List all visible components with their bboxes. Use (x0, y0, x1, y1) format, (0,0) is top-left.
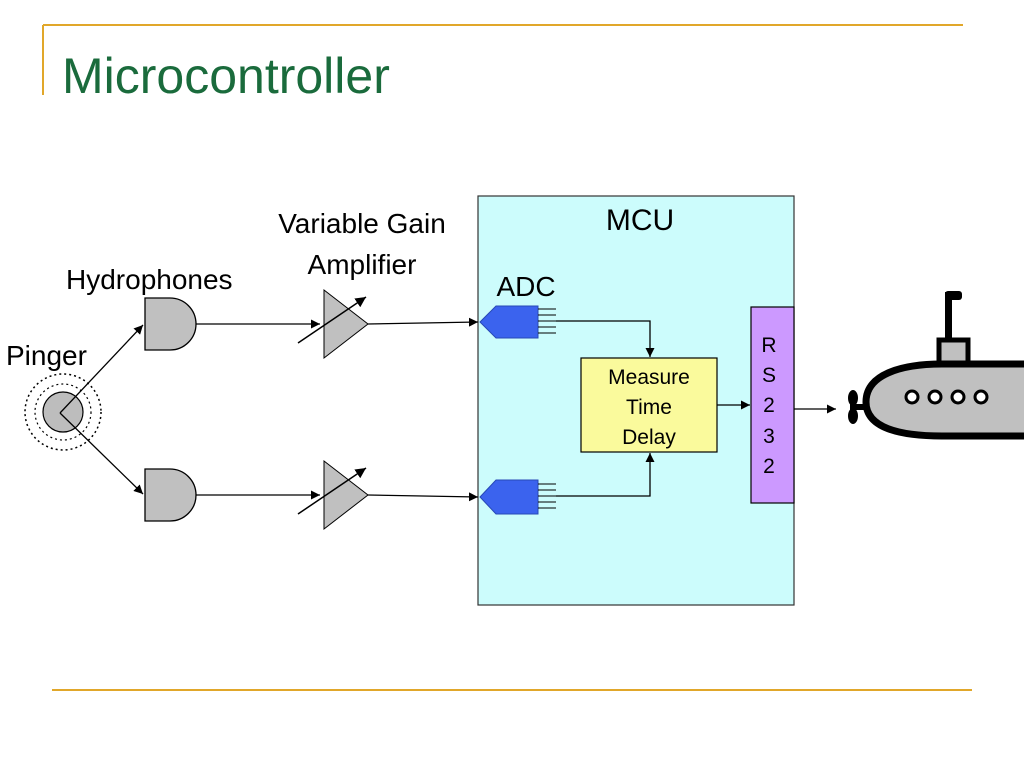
amplifier-to-adc-top (367, 317, 479, 327)
measure-label-line2: Time (626, 396, 672, 419)
page-title: Microcontroller (62, 48, 390, 104)
adc-icon (479, 305, 556, 339)
adc-label: ADC (496, 271, 555, 302)
adc-icon (479, 479, 556, 515)
pinger-icon (24, 373, 102, 451)
hydrophones-label: Hydrophones (66, 264, 233, 295)
rs232-box (750, 306, 795, 504)
measure-time-delay-box (580, 357, 718, 453)
rs232-letter: 3 (763, 425, 775, 448)
amplifier-label-line1: Variable Gain (278, 208, 446, 239)
rs232-letter: 2 (763, 394, 775, 417)
title-frame (42, 24, 963, 95)
submarine-icon (848, 291, 1024, 440)
amplifier-to-adc-bottom (367, 492, 479, 502)
adc-to-measure-top (556, 320, 655, 357)
amplifier-label-line2: Amplifier (308, 249, 417, 280)
adc-to-measure-bottom (556, 453, 655, 497)
mcu-label: MCU (606, 204, 674, 237)
pinger-to-hydrophone-bottom (59, 412, 144, 495)
pinger-label: Pinger (6, 340, 87, 371)
measure-label-line1: Measure (608, 366, 690, 389)
measure-label-line3: Delay (622, 426, 676, 449)
hydrophone-icon (144, 468, 197, 522)
variable-gain-amplifier-icon (297, 459, 369, 531)
pinger-to-hydrophone-top (59, 324, 144, 414)
variable-gain-amplifier-icon (297, 288, 369, 360)
rs232-letter: 2 (763, 455, 775, 478)
rs232-letter: S (762, 364, 776, 387)
rs232-letter: R (761, 334, 776, 357)
hydrophone-icon (144, 297, 197, 351)
